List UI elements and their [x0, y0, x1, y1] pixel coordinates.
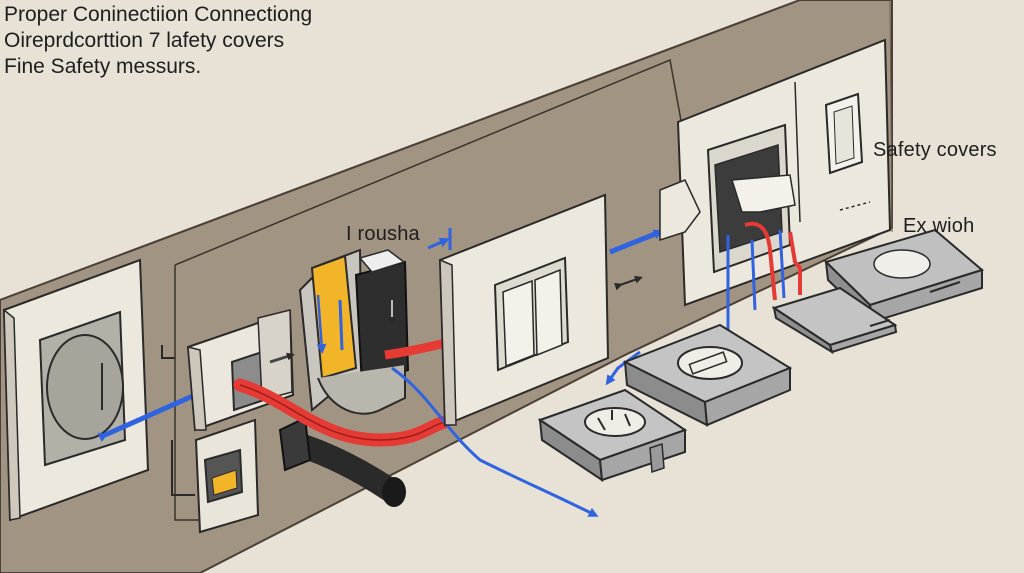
gray-arrow-small [269, 352, 295, 364]
safety-cover-3 [622, 323, 793, 427]
junction-box [186, 309, 295, 432]
blue-arrow-right [609, 229, 664, 255]
safety-cover-2 [771, 286, 898, 355]
blue-wire-right-3 [778, 229, 786, 299]
double-arrow-small [613, 275, 643, 291]
bracket-arrow-2 [171, 440, 195, 496]
cable-plug [278, 416, 312, 472]
title-line-1: Proper Coninectiion Connectiong [4, 3, 313, 26]
label-rousha: I rousha [346, 223, 420, 245]
blue-arrow-small-top [427, 237, 450, 250]
red-wire-lower-outline [239, 384, 446, 441]
label-ex-wioh: Ex wioh [903, 215, 975, 237]
red-wire-right-2 [788, 231, 802, 295]
blue-wire-down [391, 366, 599, 517]
safety-cover-4 [537, 388, 688, 483]
blue-arrow-cover [605, 350, 641, 386]
network-port [194, 418, 260, 534]
label-safety-covers: Safety covers [873, 139, 997, 161]
center-switch-plate [438, 193, 610, 427]
switch-module [298, 248, 410, 415]
right-wall-panel [659, 38, 892, 307]
blue-wire-right-2 [750, 239, 757, 311]
title-line-3: Fine Safety messurs. [4, 55, 202, 78]
bracket-arrow-1 [161, 345, 175, 359]
cable-end [382, 477, 406, 507]
outline-frame-left [174, 265, 205, 521]
red-wire-right [744, 221, 777, 301]
title-block: Proper Coninectiion Connectiong Oireprdc… [4, 2, 312, 80]
title-line-2: Oireprdcorttion 7 lafety covers [4, 29, 285, 52]
left-outlet-plate [2, 258, 150, 522]
